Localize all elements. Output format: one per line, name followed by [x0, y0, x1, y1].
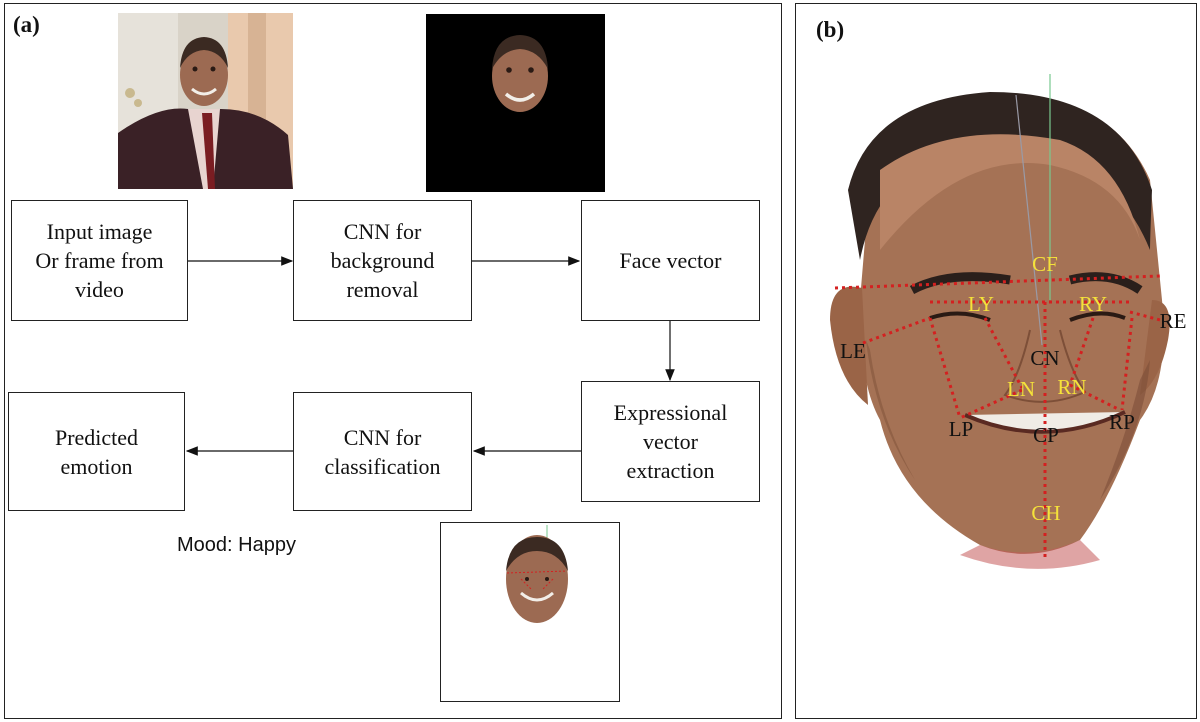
- cnn-background-removal-node: CNN for background removal: [293, 200, 472, 321]
- landmark-CN: CN: [1030, 346, 1059, 370]
- face-landmark-figure: CF LY RY RE LE CN LN RN LP CP RP CH: [830, 74, 1187, 569]
- hair: [848, 92, 1152, 260]
- panel-b-label: (b): [816, 17, 845, 42]
- landmark-RY: RY: [1079, 292, 1107, 316]
- landmark-RE: RE: [1160, 309, 1187, 333]
- input-image-node: Input image Or frame from video: [11, 200, 188, 321]
- cnn-bg-line-3: removal: [346, 277, 419, 302]
- face-shape: [859, 94, 1164, 554]
- landmark-LY: LY: [968, 292, 994, 316]
- expressional-vector-node: Expressional vector extraction: [581, 381, 760, 502]
- mood-label: Mood: Happy: [177, 534, 296, 556]
- landmark-RN: RN: [1057, 375, 1086, 399]
- cnn-class-line-1: CNN for: [343, 424, 422, 450]
- left-ear: [830, 286, 868, 405]
- input-photo: [118, 13, 293, 189]
- cnn-classification-node: CNN for classification: [293, 392, 472, 511]
- landmark-LP: LP: [949, 417, 974, 441]
- landmark-connections: [834, 274, 1161, 560]
- landmark-LN: LN: [1007, 377, 1035, 401]
- predicted-line-1: Predicted: [54, 424, 139, 450]
- landmark-RP: RP: [1109, 410, 1135, 434]
- input-node-line-3: video: [75, 277, 124, 302]
- input-node-line-1: Input image: [46, 219, 153, 244]
- panel-a-label: (a): [13, 12, 40, 37]
- cnn-class-line-2: classification: [324, 453, 441, 479]
- landmark-CP: CP: [1033, 423, 1059, 447]
- expressional-line-1: Expressional: [613, 400, 728, 425]
- cnn-bg-line-1: CNN for: [343, 219, 422, 244]
- landmark-CH: CH: [1031, 501, 1060, 525]
- face-vector-line-1: Face vector: [619, 248, 722, 273]
- input-node-line-2: Or frame from: [35, 248, 164, 273]
- predicted-line-2: emotion: [60, 453, 133, 479]
- predicted-emotion-node: Predicted emotion: [8, 392, 185, 511]
- face-vector-node: Face vector: [581, 200, 760, 321]
- cnn-bg-line-2: background: [330, 248, 435, 273]
- expressional-line-2: vector: [643, 429, 698, 454]
- landmark-LE: LE: [840, 339, 866, 363]
- expressional-line-3: extraction: [626, 458, 715, 483]
- landmark-CF: CF: [1032, 252, 1058, 276]
- landmark-result-thumbnail: [440, 522, 620, 702]
- background-removed-photo: [426, 14, 605, 192]
